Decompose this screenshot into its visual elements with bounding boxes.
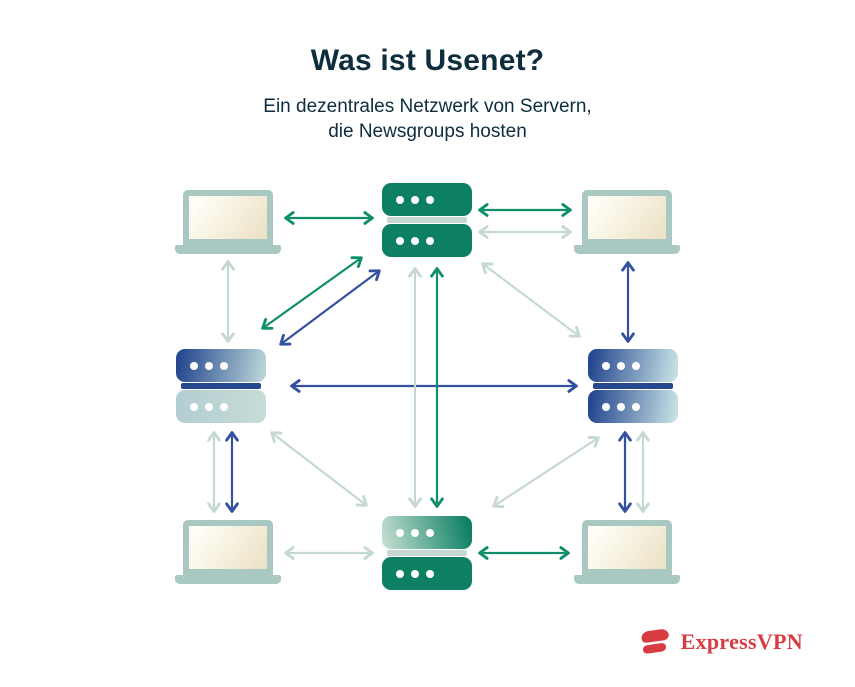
arrow-server-top-server-mr	[481, 262, 581, 338]
server-divider	[387, 550, 467, 556]
server-led-dots	[190, 402, 228, 411]
server-unit	[176, 349, 266, 382]
server-unit	[382, 183, 472, 216]
server-led-dots	[602, 402, 640, 411]
server-unit	[382, 224, 472, 257]
arrow-server-mr-server-bottom	[492, 435, 600, 509]
server-divider	[181, 383, 261, 389]
arrow-server-ml-server-bottom	[270, 431, 368, 507]
laptop-base	[574, 575, 680, 584]
laptop-bottom-right-icon	[574, 520, 680, 584]
laptop-screen	[183, 190, 273, 245]
server-middle-left-icon	[176, 349, 266, 423]
server-led-dots	[602, 361, 640, 370]
laptop-base	[175, 245, 281, 254]
server-led-dots	[396, 569, 434, 578]
laptop-top-left-icon	[175, 190, 281, 254]
laptop-base	[574, 245, 680, 254]
page-title: Was ist Usenet?	[310, 44, 545, 77]
server-led-dots	[190, 361, 228, 370]
server-led-dots	[396, 528, 434, 537]
server-divider	[593, 383, 673, 389]
server-divider	[387, 217, 467, 223]
laptop-bottom-left-icon	[175, 520, 281, 584]
expressvpn-icon	[641, 629, 669, 654]
arrow-server-ml-server-top-green	[261, 256, 363, 330]
subtitle: Ein dezentrales Netzwerk von Servern, di…	[0, 94, 855, 144]
server-middle-right-icon	[588, 349, 678, 423]
laptop-screen	[183, 520, 273, 575]
server-led-dots	[396, 195, 434, 204]
server-unit	[382, 516, 472, 549]
laptop-top-right-icon	[574, 190, 680, 254]
server-unit	[588, 349, 678, 382]
subtitle-line-1: Ein dezentrales Netzwerk von Servern,	[263, 96, 592, 117]
arrow-server-ml-server-top-navy	[279, 269, 381, 346]
laptop-screen	[582, 190, 672, 245]
server-unit	[588, 390, 678, 423]
laptop-screen	[582, 520, 672, 575]
expressvpn-wordmark: ExpressVPN	[680, 629, 803, 654]
server-bottom-icon	[382, 516, 472, 590]
server-led-dots	[396, 236, 434, 245]
server-unit	[176, 390, 266, 423]
server-top-icon	[382, 183, 472, 257]
server-unit	[382, 557, 472, 590]
laptop-base	[175, 575, 281, 584]
expressvpn-logo: ExpressVPN	[638, 625, 803, 659]
subtitle-line-2: die Newsgroups hosten	[328, 121, 527, 142]
